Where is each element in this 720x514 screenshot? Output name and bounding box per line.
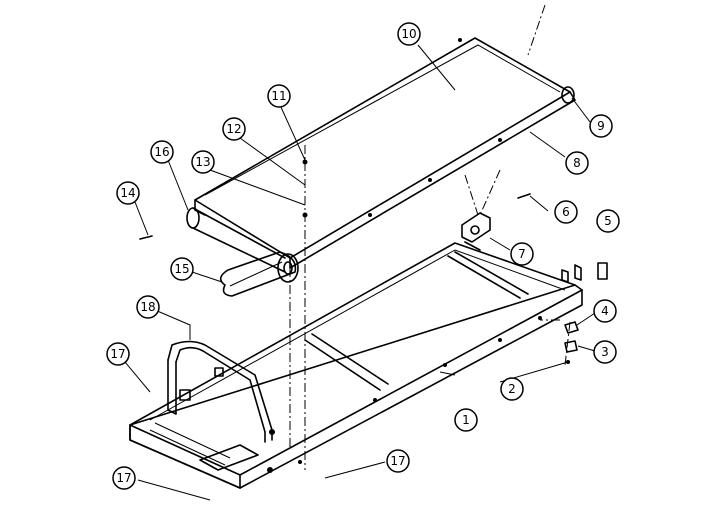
- callout-8: 8: [565, 151, 589, 175]
- small-hardware: [139, 193, 608, 364]
- callout-label: 2: [508, 382, 516, 396]
- callout-2: 2: [500, 377, 524, 401]
- callout-label: 12: [226, 122, 241, 136]
- callout-label: 18: [140, 300, 155, 314]
- callout-label: 6: [562, 205, 570, 219]
- callout-17-left: 17: [106, 342, 130, 366]
- callout-label: 17: [390, 454, 405, 468]
- callout-label: 9: [597, 119, 605, 133]
- callout-18: 18: [136, 295, 160, 319]
- callout-label: 10: [401, 27, 416, 41]
- callout-11: 11: [267, 84, 291, 108]
- callout-14: 14: [116, 181, 140, 205]
- callout-17-bottom-right: 17: [386, 449, 410, 473]
- callout-10: 10: [397, 22, 421, 46]
- callout-13: 13: [191, 150, 215, 174]
- callout-7: 7: [510, 242, 534, 266]
- drive-belt-pulley: [219, 251, 299, 297]
- callout-label: 17: [110, 347, 125, 361]
- callout-1: 1: [454, 408, 478, 432]
- callout-label: 8: [573, 156, 581, 170]
- callout-label: 7: [518, 247, 526, 261]
- callout-label: 17: [116, 471, 131, 485]
- base-frame: [129, 242, 583, 489]
- handrail-bracket: [167, 340, 275, 443]
- callout-label: 15: [174, 262, 189, 276]
- leader-lines: [124, 44, 596, 501]
- callout-label: 16: [154, 145, 169, 159]
- callout-label: 11: [271, 89, 286, 103]
- callout-label: 1: [462, 413, 470, 427]
- callout-5: 5: [596, 209, 620, 233]
- alignment-lines: [289, 4, 571, 470]
- callout-label: 4: [601, 304, 609, 318]
- callout-6: 6: [554, 200, 578, 224]
- callout-16: 16: [150, 140, 174, 164]
- callout-label: 14: [120, 186, 135, 200]
- callout-12: 12: [222, 117, 246, 141]
- callout-3: 3: [593, 340, 617, 364]
- callout-15: 15: [170, 257, 194, 281]
- callout-label: 13: [195, 155, 210, 169]
- belt-deck: [186, 37, 576, 273]
- rear-idler-bracket: [461, 212, 491, 251]
- callout-9: 9: [589, 114, 613, 138]
- callout-label: 5: [604, 214, 612, 228]
- callout-label: 3: [601, 345, 609, 359]
- callout-4: 4: [593, 299, 617, 323]
- callout-17-bottom-left: 17: [112, 466, 136, 490]
